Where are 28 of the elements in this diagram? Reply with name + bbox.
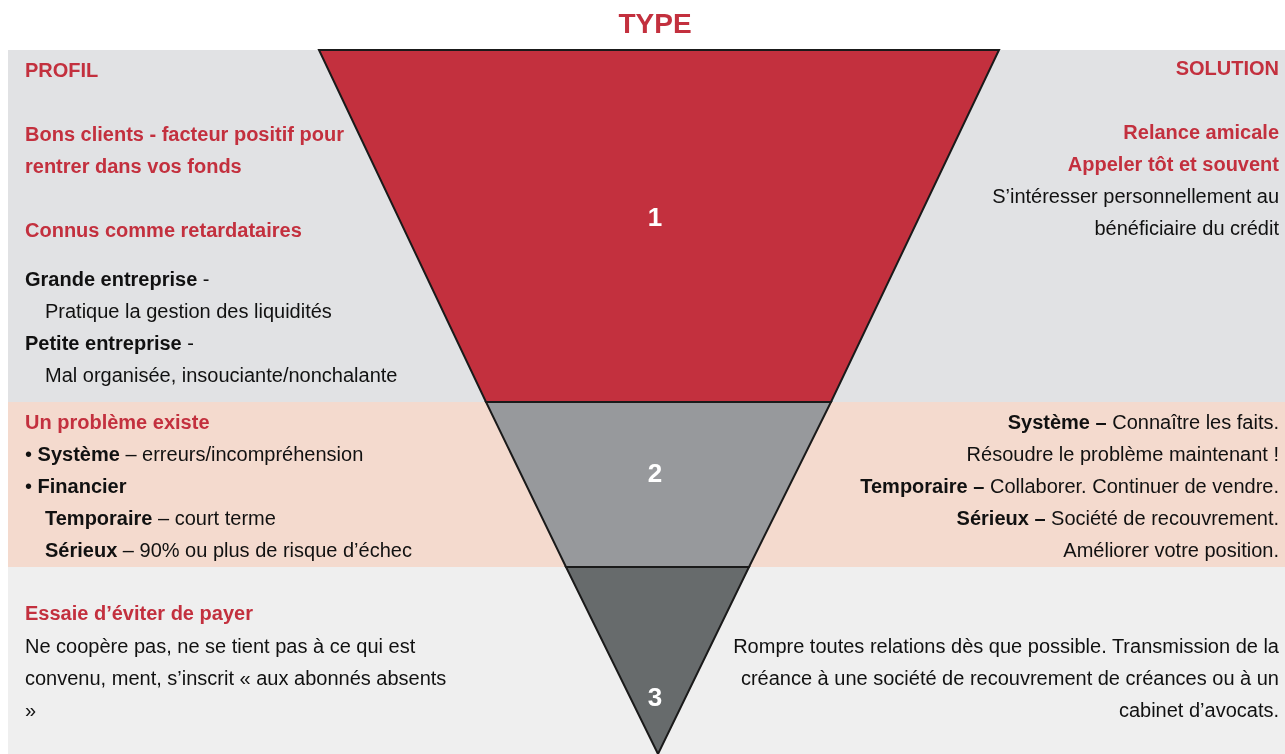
body-text: Grande entreprise - bbox=[25, 267, 210, 292]
column-heading: PROFIL bbox=[25, 58, 99, 83]
band-heading: Bons clients - facteur positif pour rentrer dans vos fonds bbox=[25, 122, 345, 179]
segment-number: 3 bbox=[647, 681, 663, 713]
segment-number: 2 bbox=[647, 457, 663, 489]
body-text: Temporaire – court terme bbox=[45, 506, 276, 531]
body-text: Rompre toutes relations dès que possible. Transmission de la créance à une société de recouvrement de créances ou à un cabinet d’avocats. bbox=[732, 634, 1279, 723]
body-text: Améliorer votre position. bbox=[1063, 538, 1279, 563]
body-text: Sérieux – Société de recouvrement. bbox=[956, 506, 1279, 531]
body-text: Ne coopère pas, ne se tient pas à ce qui est convenu, ment, s’inscrit « aux abonnés absents » bbox=[25, 634, 448, 723]
band-heading: Relance amicale bbox=[1123, 120, 1279, 145]
body-text: • Système – erreurs/incompréhension bbox=[25, 442, 364, 467]
body-text: Temporaire – Collaborer. Continuer de vendre. bbox=[860, 474, 1279, 499]
band-heading: Essaie d’éviter de payer bbox=[25, 601, 253, 626]
body-text: Résoudre le problème maintenant ! bbox=[966, 442, 1279, 467]
body-text: Sérieux – 90% ou plus de risque d’échec bbox=[45, 538, 412, 563]
body-text: • Financier bbox=[25, 474, 127, 499]
band-heading: Appeler tôt et souvent bbox=[1067, 152, 1279, 177]
body-text: Système – Connaître les faits. bbox=[1007, 410, 1279, 435]
body-text: Pratique la gestion des liquidités bbox=[45, 299, 332, 324]
body-text: Mal organisée, insouciante/nonchalante bbox=[45, 363, 398, 388]
column-heading: SOLUTION bbox=[1175, 56, 1279, 81]
segment-number: 1 bbox=[647, 201, 663, 233]
body-text: S’intéresser personnellement au bénéficiaire du crédit bbox=[991, 184, 1279, 241]
title: TYPE bbox=[617, 8, 693, 40]
band-heading: Un problème existe bbox=[25, 410, 210, 435]
band-heading: Connus comme retardataires bbox=[25, 218, 302, 243]
body-text: Petite entreprise - bbox=[25, 331, 194, 356]
